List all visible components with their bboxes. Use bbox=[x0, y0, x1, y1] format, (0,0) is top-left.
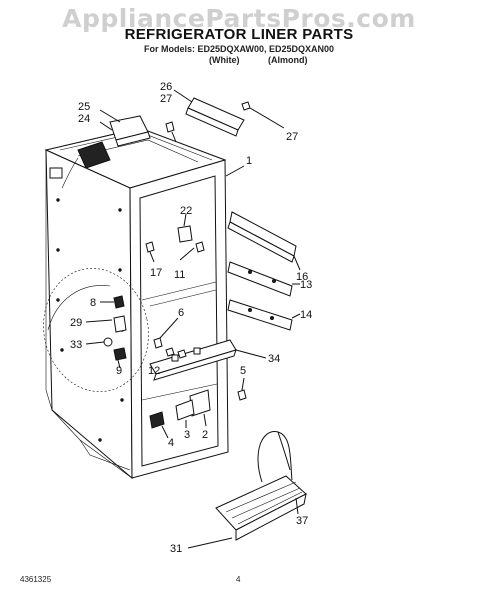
callout-27-top: 27 bbox=[160, 93, 172, 105]
watermark-logo: AppliancePartsPros.com bbox=[62, 4, 416, 33]
callout-3: 3 bbox=[184, 429, 190, 441]
model-numbers: For Models: ED25DQXAW00, ED25DQXAN00 bbox=[143, 44, 335, 54]
callout-6: 6 bbox=[178, 307, 184, 319]
callout-17: 17 bbox=[150, 267, 162, 279]
callout-14: 14 bbox=[300, 309, 312, 321]
center-bracket-part bbox=[145, 213, 205, 263]
rail-part-13 bbox=[227, 261, 300, 297]
bottom-bracket-part bbox=[149, 389, 211, 439]
color-almond-label: (Almond) bbox=[268, 55, 308, 65]
callout-22: 22 bbox=[180, 205, 192, 217]
callout-34: 34 bbox=[268, 353, 280, 365]
damper-assembly-part bbox=[85, 295, 127, 369]
screw-part-5 bbox=[237, 377, 247, 401]
diagram-title: REFRIGERATOR LINER PARTS bbox=[124, 26, 354, 43]
drain-tray-part bbox=[187, 431, 307, 549]
callout-26: 26 bbox=[160, 81, 172, 93]
callout-8: 8 bbox=[90, 297, 96, 309]
callout-5: 5 bbox=[240, 365, 246, 377]
callout-25: 25 bbox=[78, 101, 90, 113]
callout-33: 33 bbox=[70, 339, 82, 351]
callout-4: 4 bbox=[168, 437, 174, 449]
color-white-label: (White) bbox=[209, 55, 240, 65]
top-bracket-part bbox=[165, 89, 245, 143]
cross-bar-part bbox=[149, 339, 267, 381]
callout-16: 16 bbox=[296, 271, 308, 283]
callout-37: 37 bbox=[296, 515, 308, 527]
rail-part-14 bbox=[227, 299, 301, 331]
screw-part bbox=[241, 101, 285, 129]
control-housing-part bbox=[61, 109, 151, 189]
callout-11: 11 bbox=[174, 269, 185, 281]
callout-29: 29 bbox=[70, 317, 82, 329]
callout-24: 24 bbox=[78, 113, 90, 125]
callout-1: 1 bbox=[246, 155, 252, 167]
callout-27-right: 27 bbox=[286, 131, 298, 143]
callout-31: 31 bbox=[170, 543, 182, 555]
liner-body bbox=[43, 127, 229, 480]
callout-9: 9 bbox=[116, 365, 122, 377]
callout-12: 12 bbox=[148, 365, 160, 377]
callout-13: 13 bbox=[300, 279, 312, 291]
document-number: 4361325 bbox=[20, 575, 52, 584]
page-number: 4 bbox=[236, 575, 241, 584]
callout-2: 2 bbox=[202, 429, 208, 441]
callout-labels: 1 2 3 4 5 6 8 9 11 12 13 14 16 17 22 24 … bbox=[70, 81, 312, 555]
rail-part-16 bbox=[227, 211, 301, 271]
leader-line bbox=[225, 165, 245, 177]
clip-part bbox=[153, 317, 187, 359]
